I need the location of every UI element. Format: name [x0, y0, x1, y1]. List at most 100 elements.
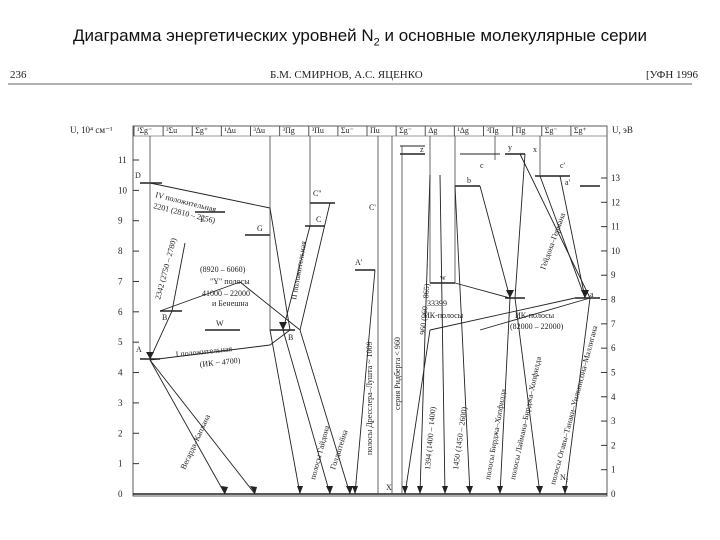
- state-a: a: [590, 290, 594, 299]
- state-b: b: [467, 176, 471, 185]
- label-1394: 1394 (1400 – 1400): [423, 406, 438, 470]
- right-tick-label: 5: [611, 367, 616, 377]
- column-header: ¹Δu: [224, 126, 236, 135]
- state-ap: a': [565, 178, 571, 187]
- column-header: ³Πg: [283, 126, 295, 135]
- state-Cpp: C'': [313, 189, 322, 198]
- column-header: ³Πu: [312, 126, 324, 135]
- state-B2: B: [288, 333, 293, 342]
- right-tick-label: 13: [611, 173, 621, 183]
- left-axis-label: U, 10⁴ см⁻¹: [70, 125, 113, 135]
- plot-frame: [132, 125, 608, 497]
- left-tick-label: 7: [118, 276, 123, 286]
- state-D: D: [135, 171, 141, 180]
- slide-title-subscript: 2: [373, 36, 380, 49]
- column-header: ³Πg: [487, 126, 499, 135]
- column-header: ¹Σg⁻: [137, 126, 152, 135]
- state-z: z: [420, 145, 424, 154]
- label-960: 960 (960 – 865): [418, 283, 431, 335]
- left-tick-label: 0: [118, 489, 123, 499]
- state-c: c: [480, 161, 484, 170]
- label-second-positive: II положительная: [289, 240, 308, 300]
- column-header: Σg⁺: [574, 126, 587, 135]
- state-B: B: [162, 313, 167, 322]
- left-tick-label: 4: [118, 368, 123, 378]
- transition-lines: [149, 145, 591, 495]
- right-tick-label: 10: [611, 246, 621, 256]
- left-tick-label: 6: [118, 307, 123, 317]
- left-tick-label: 10: [118, 185, 128, 195]
- label-2342: 2342 (2750 – 2780): [153, 237, 178, 301]
- column-header: Σg⁻: [545, 126, 558, 135]
- column-header: Δg: [428, 126, 437, 135]
- column-header: Σg⁻: [399, 126, 412, 135]
- state-C: C: [316, 215, 321, 224]
- left-tick-label: 11: [118, 155, 127, 165]
- right-tick-label: 1: [611, 465, 616, 475]
- state-labels: D E G C C'' C' B B W A A' X w y z x b c …: [135, 143, 594, 492]
- journal-ref: [УФН 1996: [646, 69, 699, 81]
- right-tick-label: 12: [611, 197, 620, 207]
- state-Cp: C': [369, 203, 376, 212]
- state-N2: N₂: [560, 473, 569, 482]
- state-G: G: [257, 224, 263, 233]
- page-number: 236: [10, 69, 27, 81]
- right-tick-label: 0: [611, 489, 616, 499]
- column-header: ³Σu: [166, 126, 177, 135]
- slide-title: Диаграмма энергетических уровней N2 и ос…: [0, 26, 720, 48]
- label-lyman: полосы Лаймана–Бирджа–Хопфилда: [508, 355, 543, 480]
- label-ir-range: (82000 – 22000): [510, 322, 564, 331]
- label-1450: 1450 (1450 – 2600): [451, 406, 469, 470]
- label-dressler: полосы Дресслера–Лушта ~ 1009: [365, 341, 374, 455]
- label-birge: полосы Бирджа–Хопфилда: [483, 388, 508, 480]
- label-y-bands-sub: и Бенешна: [212, 299, 249, 308]
- state-E: E: [200, 215, 205, 224]
- state-W: W: [216, 319, 224, 328]
- left-tick-label: 8: [118, 246, 123, 256]
- label-ir-bands: ИК-полосы: [424, 311, 464, 320]
- label-ir-bands-2: ИК-полосы: [515, 311, 555, 320]
- slide-title-tail: и основные молекулярные серии: [379, 26, 648, 45]
- column-header: ³Δu: [254, 126, 266, 135]
- label-second-neg: Гейдона–Германа: [538, 211, 567, 270]
- left-tick-label: 9: [118, 216, 123, 226]
- right-tick-label: 3: [611, 416, 616, 426]
- label-y-range-top: (8920 – 6060): [200, 265, 246, 274]
- state-X: X: [386, 483, 392, 492]
- right-tick-label: 2: [611, 440, 616, 450]
- label-ir-num: 33399: [427, 299, 447, 308]
- state-w: w: [440, 273, 446, 282]
- right-tick-label: 4: [611, 392, 616, 402]
- column-header: ¹Δg: [457, 126, 469, 135]
- column-headers: ¹Σg⁻ ³Σu Σg⁺ ¹Δu ³Δu ³Πg ³Πu Σu⁻ Πu Σg⁻ Δg ¹Δg ³Πg Πg…: [133, 126, 587, 136]
- right-axis-label: U, эВ: [612, 125, 633, 135]
- label-gaydon: полосы Гайдона: [308, 424, 331, 480]
- column-header: Πg: [516, 126, 526, 135]
- right-tick-label: 9: [611, 270, 616, 280]
- label-y-bands: "Y" полосы: [210, 277, 250, 286]
- state-columns: [149, 136, 541, 494]
- state-A: A: [136, 345, 142, 354]
- state-x: x: [533, 145, 537, 154]
- slide-title-main: Диаграмма энергетических уровней N: [73, 26, 374, 45]
- column-header: Σu⁻: [341, 126, 354, 135]
- authors: Б.М. СМИРНОВ, А.С. ЯЦЕНКО: [270, 69, 423, 81]
- left-tick-label: 1: [118, 459, 123, 469]
- left-tick-label: 2: [118, 428, 123, 438]
- right-tick-label: 7: [611, 319, 616, 329]
- arrowheads: [146, 290, 589, 494]
- label-y-range: 41000 – 22000: [202, 289, 250, 298]
- column-header: Σg⁺: [195, 126, 208, 135]
- left-tick-label: 3: [118, 398, 123, 408]
- right-tick-label: 8: [611, 295, 616, 305]
- series-labels: IV положительная 2201 (2810 – 2256) (892…: [153, 190, 600, 485]
- right-tick-label: 6: [611, 343, 616, 353]
- column-header: Πu: [370, 126, 380, 135]
- state-y: y: [508, 143, 512, 152]
- label-rydberg: серия Ридберга < 960: [393, 337, 402, 410]
- state-cp: c': [560, 161, 566, 170]
- label-first-ir: (ИК ~ 4700): [199, 356, 241, 369]
